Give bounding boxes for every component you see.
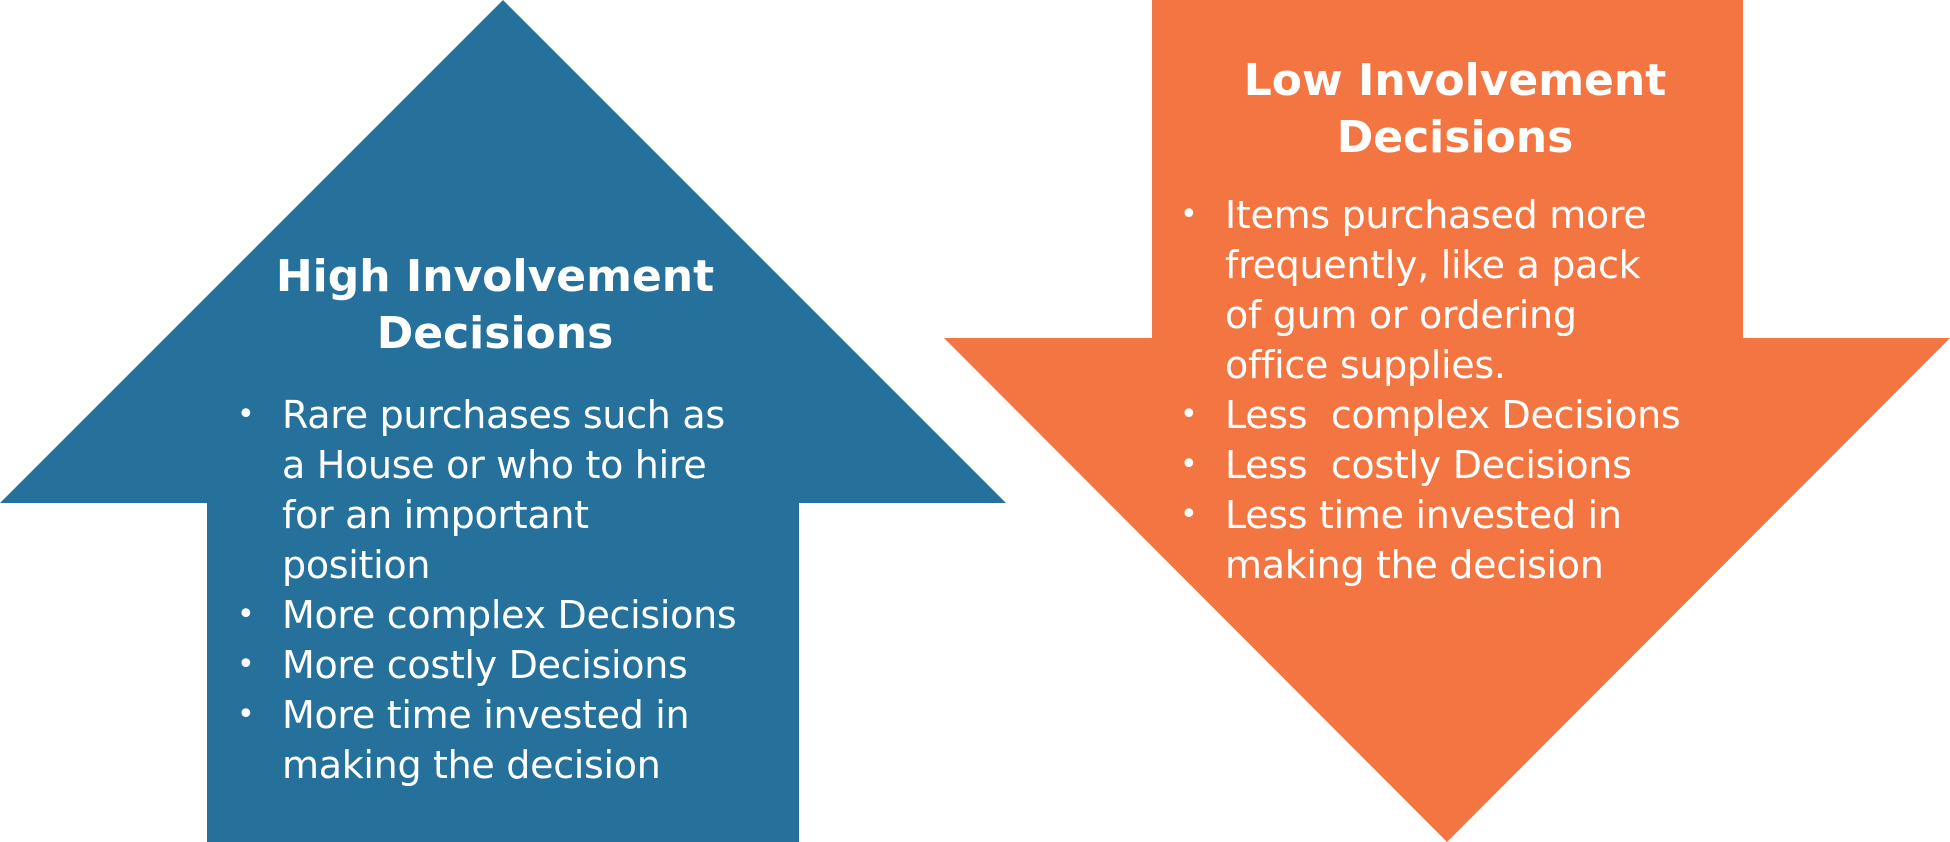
low-involvement-title-line2: Decisions bbox=[1336, 112, 1574, 163]
low-bullet-item: • Less time invested in making the decisi… bbox=[1180, 490, 1740, 590]
low-involvement-title: Low Involvement Decisions bbox=[1185, 52, 1725, 166]
low-bullet-text: Less costly Decisions bbox=[1225, 443, 1632, 487]
high-bullet-text: More complex Decisions bbox=[282, 593, 737, 637]
low-involvement-title-line1: Low Involvement bbox=[1243, 55, 1667, 106]
high-involvement-bullet-list: • Rare purchases such as a House or who t… bbox=[237, 390, 790, 790]
bullet-dot-icon: • bbox=[237, 597, 255, 632]
low-involvement-bullet-list: • Items purchased more frequently, like a… bbox=[1180, 190, 1740, 590]
low-bullet-text: Less time invested in making the decisio… bbox=[1225, 493, 1622, 587]
low-bullet-text: Items purchased more frequently, like a … bbox=[1225, 193, 1647, 387]
low-bullet-item: • Less complex Decisions bbox=[1180, 390, 1740, 440]
bullet-dot-icon: • bbox=[237, 697, 255, 732]
high-bullet-text: More time invested in making the decisio… bbox=[282, 693, 690, 787]
high-involvement-title-line1: High Involvement bbox=[275, 251, 715, 302]
low-bullet-item: • Items purchased more frequently, like a… bbox=[1180, 190, 1740, 390]
high-bullet-item: • More complex Decisions bbox=[237, 590, 790, 640]
high-involvement-panel: High Involvement Decisions • Rare purchas… bbox=[230, 248, 790, 790]
high-bullet-item: • Rare purchases such as a House or who t… bbox=[237, 390, 790, 590]
bullet-dot-icon: • bbox=[1180, 447, 1198, 482]
up-arrow-shape bbox=[0, 0, 1006, 842]
bullet-dot-icon: • bbox=[1180, 397, 1198, 432]
high-involvement-title: High Involvement Decisions bbox=[220, 248, 770, 362]
high-bullet-item: • More time invested in making the decisi… bbox=[237, 690, 790, 790]
down-arrow-shape bbox=[944, 0, 1950, 842]
high-involvement-title-line2: Decisions bbox=[376, 308, 614, 359]
high-bullet-item: • More costly Decisions bbox=[237, 640, 790, 690]
high-bullet-text: Rare purchases such as a House or who to… bbox=[282, 393, 725, 587]
low-bullet-text: Less complex Decisions bbox=[1225, 393, 1681, 437]
bullet-dot-icon: • bbox=[1180, 197, 1198, 232]
high-bullet-text: More costly Decisions bbox=[282, 643, 688, 687]
bullet-dot-icon: • bbox=[237, 397, 255, 432]
bullet-dot-icon: • bbox=[237, 647, 255, 682]
low-involvement-panel: Low Involvement Decisions • Items purchas… bbox=[1180, 52, 1740, 590]
bullet-dot-icon: • bbox=[1180, 497, 1198, 532]
low-bullet-item: • Less costly Decisions bbox=[1180, 440, 1740, 490]
